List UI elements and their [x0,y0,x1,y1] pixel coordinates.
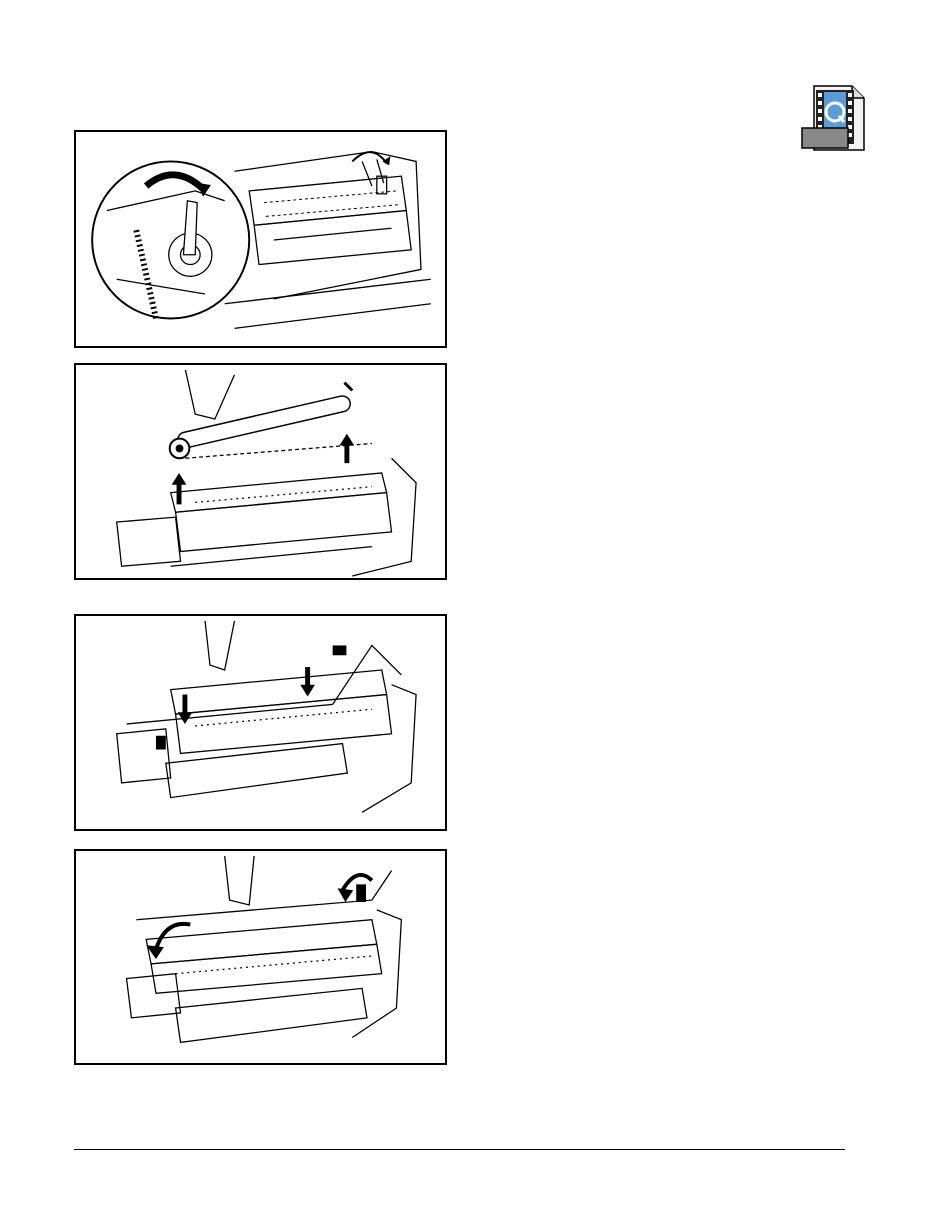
printer-release-latch-illustration [76,132,445,346]
footer-divider [74,1149,845,1150]
figure-insert-platen [74,614,447,831]
figure-release-latch [74,130,447,348]
movie-file-icon[interactable] [800,84,870,154]
figure-remove-platen [74,363,447,580]
printer-remove-platen-illustration [76,365,445,578]
figure-lock-latch [74,849,447,1065]
printer-lock-latch-illustration [76,851,445,1063]
printer-insert-platen-illustration [76,616,445,829]
